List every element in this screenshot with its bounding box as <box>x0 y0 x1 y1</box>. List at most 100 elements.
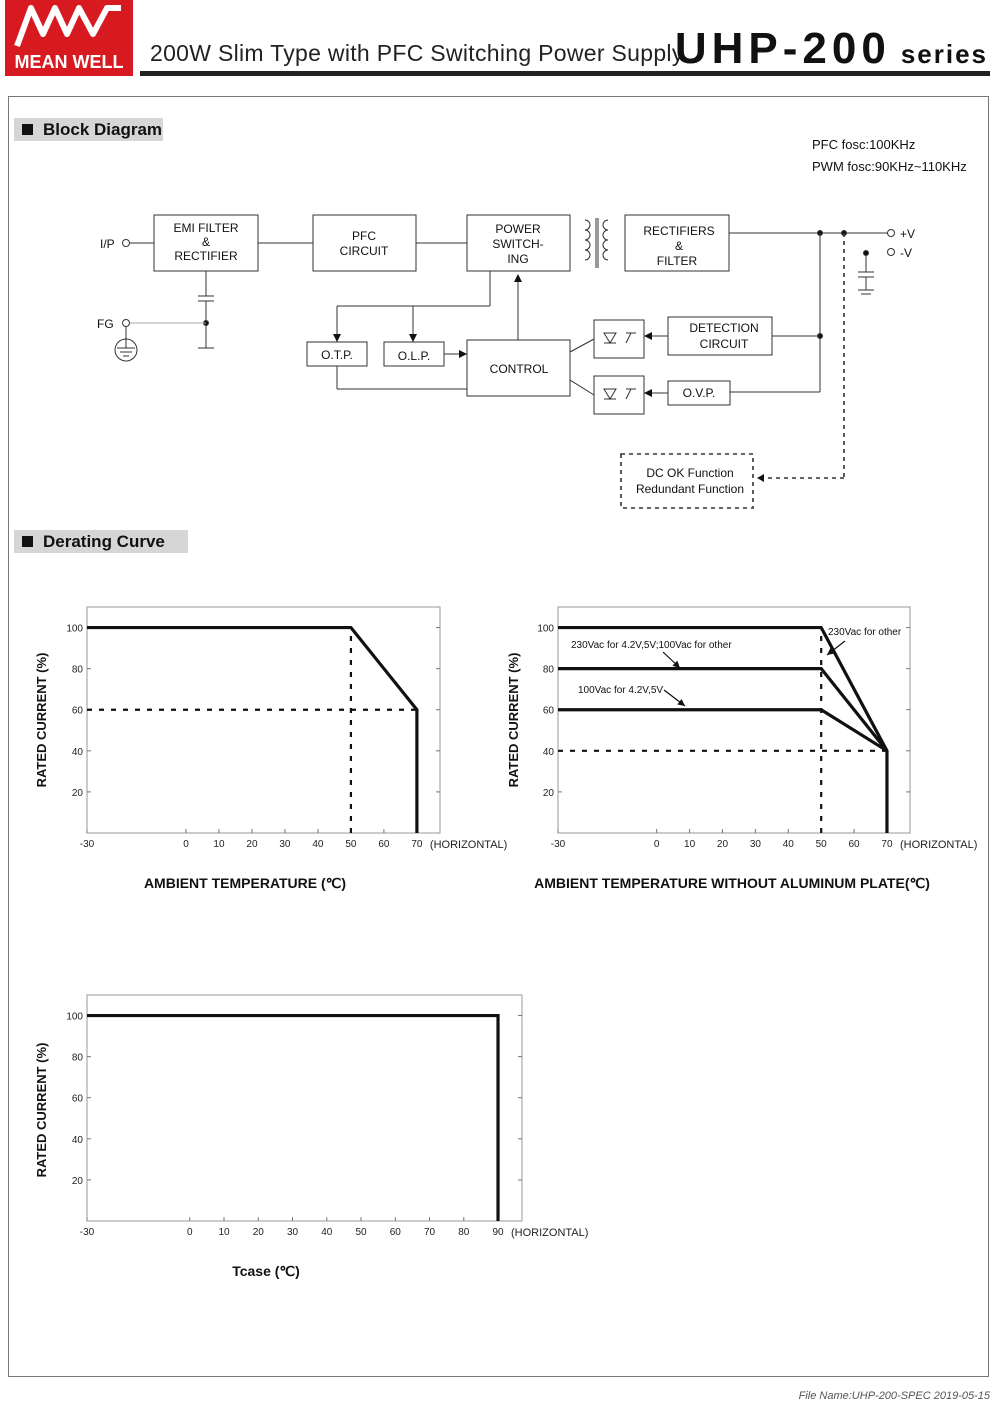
power-label-2: SWITCH- <box>492 237 543 251</box>
derating-series-line <box>558 708 888 753</box>
x-tick-label: 20 <box>253 1227 265 1238</box>
y-tick-label: 60 <box>543 706 555 717</box>
x-tick-label: 80 <box>458 1227 470 1238</box>
x-tick-label: 70 <box>424 1227 436 1238</box>
pwm-fosc-text: PWM fosc:90KHz~110KHz <box>812 159 967 174</box>
y-axis-label: RATED CURRENT (%) <box>34 1043 49 1178</box>
arrow-icon <box>644 389 652 397</box>
x-tick-label: 60 <box>378 839 390 850</box>
y-tick-label: 40 <box>72 747 84 758</box>
x-tick-label: 10 <box>213 839 225 850</box>
fg-label: FG <box>97 317 114 331</box>
x-tick-label: 50 <box>355 1227 367 1238</box>
footer-file-name: File Name:UHP-200-SPEC 2019-05-15 <box>798 1390 990 1402</box>
y-tick-label: 80 <box>72 665 84 676</box>
arrow-icon <box>757 474 764 482</box>
olp-label: O.L.P. <box>398 349 430 363</box>
x-tick-label: -30 <box>80 839 95 850</box>
y-tick-label: 100 <box>66 624 83 635</box>
x-tick-label: 40 <box>783 839 795 850</box>
series-annotation: 100Vac for 4.2V,5V <box>578 685 663 696</box>
x-tick-label: -30 <box>80 1227 95 1238</box>
x-tick-label: 10 <box>218 1227 230 1238</box>
y-tick-label: 20 <box>72 788 84 799</box>
photocoupler-1 <box>593 319 645 359</box>
x-tick-label: 50 <box>816 839 828 850</box>
x-tick-label: 40 <box>321 1227 333 1238</box>
pos-output-label: +V <box>900 227 915 241</box>
derating-curve-title: Derating Curve <box>43 532 165 551</box>
derating-series-line <box>87 625 419 833</box>
arrow-icon <box>459 350 467 358</box>
y-axis-label: RATED CURRENT (%) <box>506 653 521 788</box>
series-suffix: series <box>900 39 988 69</box>
y-axis-label: RATED CURRENT (%) <box>34 653 49 788</box>
block-diagram-title: Block Diagram <box>43 120 163 139</box>
neg-output-label: -V <box>900 246 912 260</box>
plot-frame <box>86 994 523 1222</box>
x-tick-label: 70 <box>411 839 423 850</box>
pfc-label-2: CIRCUIT <box>340 244 389 258</box>
y-tick-label: 60 <box>72 1094 84 1105</box>
model-name: UHP-200 <box>674 24 891 73</box>
x-tick-label: 50 <box>345 839 357 850</box>
emi-label-3: RECTIFIER <box>174 249 238 263</box>
photocoupler-2 <box>593 375 645 415</box>
dc-ok-block <box>620 453 754 509</box>
arrow-icon <box>333 334 341 342</box>
x-tick-label: 0 <box>654 839 660 850</box>
pfc-label-1: PFC <box>352 229 376 243</box>
y-tick-label: 80 <box>543 665 555 676</box>
y-tick-label: 20 <box>543 788 555 799</box>
y-tick-label: 60 <box>72 706 84 717</box>
emi-label-2: & <box>202 235 210 249</box>
emi-label-1: EMI FILTER <box>173 221 238 235</box>
rect-label-2: & <box>675 239 683 253</box>
x-tick-label: 70 <box>881 839 893 850</box>
otp-label: O.T.P. <box>321 348 353 362</box>
derating-series-line <box>558 625 889 833</box>
power-label-3: ING <box>507 252 528 266</box>
block-diagram: PFC fosc:100KHz PWM fosc:90KHz~110KHz <box>97 137 967 509</box>
x-tick-label: 0 <box>187 1227 193 1238</box>
x-tick-label: 30 <box>287 1227 299 1238</box>
x-tick-label: 40 <box>312 839 324 850</box>
x-tick-label: 60 <box>390 1227 402 1238</box>
x-unit-label: (HORIZONTAL) <box>511 1227 588 1239</box>
detection-label-2: CIRCUIT <box>700 337 749 351</box>
square-bullet-icon <box>22 124 33 135</box>
derating-series-line <box>558 667 889 752</box>
dcok-label-1: DC OK Function <box>646 466 733 480</box>
logo-text: MEAN WELL <box>14 52 124 72</box>
mean-well-logo: MEAN WELL <box>5 0 133 76</box>
rect-label-3: FILTER <box>657 254 698 268</box>
series-annotation: 230Vac for other <box>828 627 902 638</box>
y-tick-label: 100 <box>537 624 554 635</box>
content-frame <box>8 96 989 1377</box>
rectifiers-filter-block <box>624 214 730 272</box>
x-axis-label: AMBIENT TEMPERATURE WITHOUT ALUMINUM PLA… <box>534 875 930 891</box>
derating-curve-heading: Derating Curve <box>14 530 188 553</box>
arrow-icon <box>409 334 417 342</box>
block-diagram-heading: Block Diagram <box>14 118 163 141</box>
series-title: UHP-200 series <box>675 24 988 74</box>
arrow-icon <box>677 698 685 706</box>
x-tick-label: 30 <box>279 839 291 850</box>
pfc-fosc-text: PFC fosc:100KHz <box>812 137 915 152</box>
x-tick-label: 20 <box>246 839 258 850</box>
x-axis-label: Tcase (℃) <box>232 1263 300 1279</box>
detection-label-1: DETECTION <box>689 321 758 335</box>
x-tick-label: 60 <box>849 839 861 850</box>
x-tick-label: 90 <box>492 1227 504 1238</box>
derating-series-line <box>87 1013 500 1221</box>
ip-label: I/P <box>100 237 115 251</box>
arrow-icon <box>514 274 522 282</box>
x-tick-label: 0 <box>183 839 189 850</box>
arrow-icon <box>827 647 835 655</box>
square-bullet-icon <box>22 536 33 547</box>
y-tick-label: 80 <box>72 1053 84 1064</box>
